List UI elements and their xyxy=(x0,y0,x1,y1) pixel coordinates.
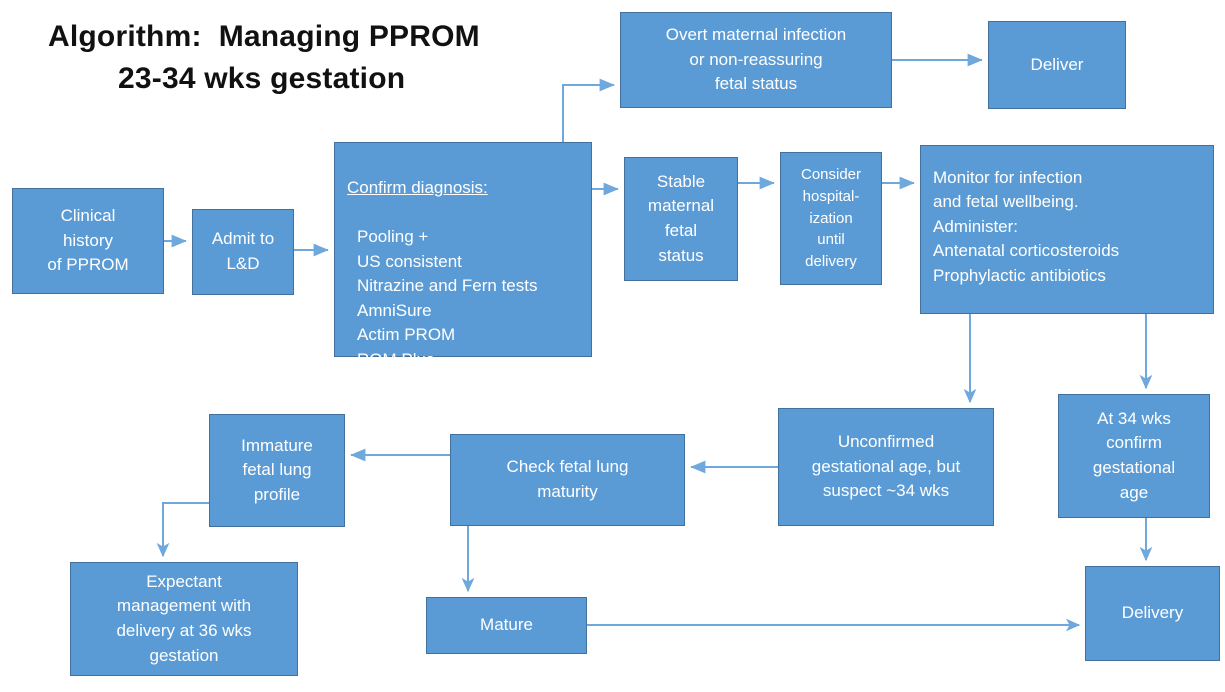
node-overt-maternal-infection[interactable]: Overt maternal infection or non-reassuri… xyxy=(620,12,892,108)
node-at-34-wks-confirm-ga[interactable]: At 34 wks confirm gestational age xyxy=(1058,394,1210,518)
node-unconfirmed-gestational-age-label: Unconfirmed gestational age, but suspect… xyxy=(811,432,961,501)
node-unconfirmed-gestational-age[interactable]: Unconfirmed gestational age, but suspect… xyxy=(778,408,994,526)
node-mature-label: Mature xyxy=(480,615,533,635)
node-mature[interactable]: Mature xyxy=(426,597,587,654)
node-confirm-diagnosis-heading: Confirm diagnosis: xyxy=(347,178,488,198)
edge-immature-to-expectant xyxy=(156,502,209,558)
node-admit-to-ld-label: Admit to L&D xyxy=(211,229,275,273)
node-deliver-label: Deliver xyxy=(1030,54,1084,74)
node-expectant-management[interactable]: Expectant management with delivery at 36… xyxy=(70,562,298,676)
node-clinical-history-label: Clinical history of PPROM xyxy=(47,206,129,275)
node-check-fetal-lung-maturity-label: Check fetal lung maturity xyxy=(506,457,629,501)
node-confirm-diagnosis-content: Confirm diagnosis: Pooling + US consiste… xyxy=(347,152,537,397)
node-consider-hospitalization-label: Consider hospital- ization until deliver… xyxy=(800,166,862,271)
node-delivery-label: Delivery xyxy=(1121,603,1184,623)
node-at-34-wks-confirm-ga-label: At 34 wks confirm gestational age xyxy=(1092,408,1176,502)
node-monitor-infection-label: Monitor for infection and fetal wellbein… xyxy=(933,168,1120,285)
node-monitor-infection[interactable]: Monitor for infection and fetal wellbein… xyxy=(920,145,1214,314)
node-admit-to-ld[interactable]: Admit to L&D xyxy=(192,209,294,295)
node-delivery[interactable]: Delivery xyxy=(1085,566,1220,661)
node-consider-hospitalization[interactable]: Consider hospital- ization until deliver… xyxy=(780,152,882,285)
page-title-line-1: Algorithm: Managing PPROM xyxy=(48,20,480,53)
node-stable-maternal-fetal-status-label: Stable maternal fetal status xyxy=(647,171,715,265)
node-stable-maternal-fetal-status[interactable]: Stable maternal fetal status xyxy=(624,157,738,281)
node-overt-maternal-infection-label: Overt maternal infection or non-reassuri… xyxy=(665,25,847,94)
node-confirm-diagnosis[interactable]: Confirm diagnosis: Pooling + US consiste… xyxy=(334,142,592,369)
page-title-line-2: 23-34 wks gestation xyxy=(118,62,406,95)
node-confirm-diagnosis-items: Pooling + US consistent Nitrazine and Fe… xyxy=(357,227,538,369)
node-deliver[interactable]: Deliver xyxy=(988,21,1126,109)
node-expectant-management-label: Expectant management with delivery at 36… xyxy=(116,571,252,665)
node-check-fetal-lung-maturity[interactable]: Check fetal lung maturity xyxy=(450,434,685,526)
node-immature-fetal-lung-profile[interactable]: Immature fetal lung profile xyxy=(209,414,345,527)
node-clinical-history[interactable]: Clinical history of PPROM xyxy=(12,188,164,294)
node-immature-fetal-lung-profile-label: Immature fetal lung profile xyxy=(241,435,313,504)
